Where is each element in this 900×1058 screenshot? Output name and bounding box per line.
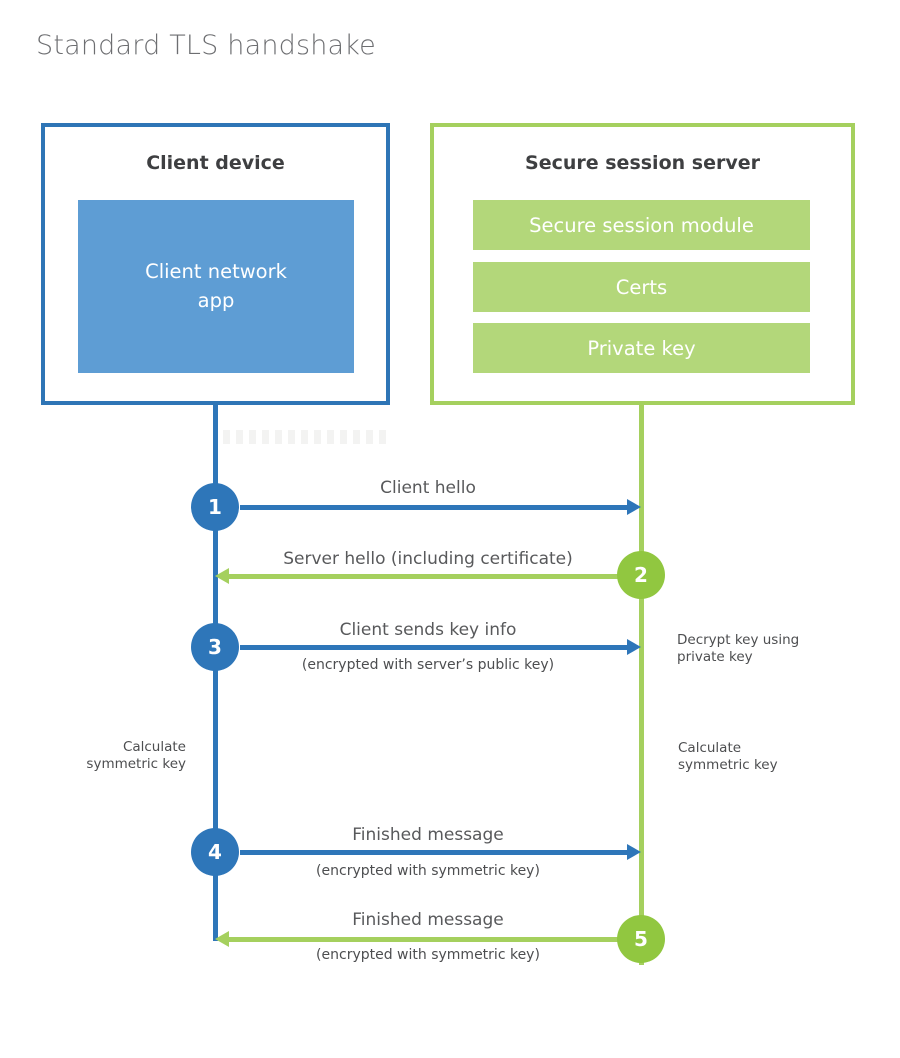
arrowhead-right-icon [627, 499, 641, 515]
secure-session-server-title: Secure session server [525, 152, 760, 174]
message-label-key-info: Client sends key info [339, 620, 517, 640]
server-module-private-key: Private key [473, 323, 810, 373]
message-label-finished-server: Finished message [352, 910, 504, 930]
step-circle-5: 5 [617, 915, 665, 963]
arrow-line-step4 [240, 850, 628, 855]
message-sublabel-key-info: (encrypted with server’s public key) [301, 657, 555, 673]
server-module-secure-session: Secure session module [473, 200, 810, 250]
message-label-finished-client: Finished message [352, 825, 504, 845]
arrow-line-step2 [229, 574, 619, 579]
server-lifeline [639, 405, 644, 965]
arrow-line-step5 [229, 937, 619, 942]
annotation-calculate-symmetric-key-server: Calculate symmetric key [678, 740, 778, 773]
client-lifeline [213, 405, 218, 941]
client-network-app-block: Client network app [78, 200, 354, 373]
message-label-client-hello: Client hello [380, 478, 476, 498]
step-circle-2: 2 [617, 551, 665, 599]
client-device-box: Client device Client network app [41, 123, 390, 405]
arrowhead-left-icon [215, 568, 229, 584]
page-title: Standard TLS handshake [36, 30, 376, 61]
arrow-line-step1 [240, 505, 628, 510]
arrowhead-right-icon [627, 639, 641, 655]
arrowhead-left-icon [215, 931, 229, 947]
message-sublabel-finished-client: (encrypted with symmetric key) [316, 863, 540, 879]
arrowhead-right-icon [627, 844, 641, 860]
annotation-calculate-symmetric-key-client: Calculate symmetric key [86, 739, 186, 772]
message-label-server-hello: Server hello (including certificate) [283, 549, 573, 569]
secure-session-server-box: Secure session server Secure session mod… [430, 123, 855, 405]
step-circle-4: 4 [191, 828, 239, 876]
arrow-line-step3 [240, 645, 628, 650]
annotation-decrypt-key: Decrypt key using private key [677, 632, 800, 665]
server-module-certs: Certs [473, 262, 810, 312]
message-sublabel-finished-server: (encrypted with symmetric key) [316, 947, 540, 963]
step-circle-1: 1 [191, 483, 239, 531]
client-device-title: Client device [146, 152, 285, 174]
faded-dashes-artifact [223, 430, 391, 444]
step-circle-3: 3 [191, 623, 239, 671]
